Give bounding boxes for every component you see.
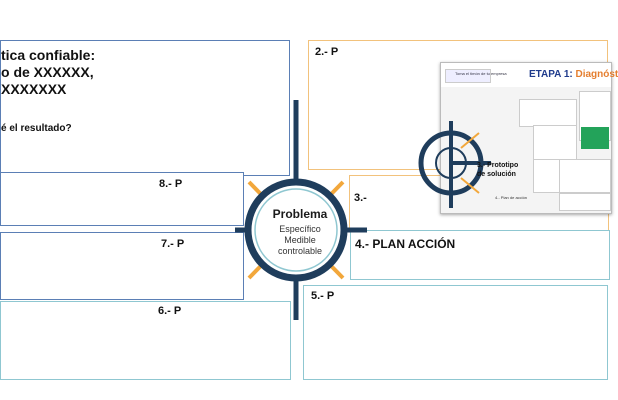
center-title: Problema [272, 207, 328, 221]
box-1-title: tica confiable: o de XXXXXX, XXXXXXX [1, 47, 96, 97]
thumbnail-box [559, 193, 611, 211]
thumbnail-box [533, 125, 577, 161]
thumbnail-wheel-icon [418, 121, 491, 208]
box-5: 5.- P [303, 285, 608, 380]
thumbnail-box [519, 99, 577, 127]
thumbnail-title-main: ETAPA 1: [529, 69, 576, 80]
slide-thumbnail: Toma el timón de tu empresa ETAPA 1: Dia… [418, 62, 618, 214]
thumbnail-logo [445, 69, 491, 83]
thumbnail-subtitle: Toma el timón de tu empresa [455, 71, 507, 76]
box-3-label: 3.- [354, 192, 367, 204]
box-6: 6.- P [0, 301, 291, 380]
box-4-label: 4.- PLAN ACCIÓN [355, 237, 456, 251]
box-6-label: 6.- P [158, 305, 182, 317]
thumbnail-plan-accion: 4.- Plan de acción [495, 195, 528, 200]
thumbnail-title: ETAPA 1: Diagnóst [529, 69, 618, 80]
center-line-especifico: Específico [279, 224, 321, 234]
thumbnail-green-box [581, 127, 609, 149]
box-8-label: 8.- P [159, 178, 183, 190]
box-4-plan-accion: 4.- PLAN ACCIÓN [350, 230, 610, 280]
thumbnail-title-accent: Diagnóst [575, 69, 618, 80]
box-8: 8.- P [0, 172, 244, 226]
center-line-controlable: controlable [277, 246, 323, 256]
thumbnail-prototipo: 3.- Prototipo de solución [477, 162, 519, 178]
box-1-question: é el resultado? [1, 123, 72, 134]
box-7-label: 7.- P [161, 238, 185, 250]
box-5-label: 5.- P [311, 290, 335, 302]
thumbnail-box [559, 159, 611, 193]
box-1-diagnostico: tica confiable: o de XXXXXX, XXXXXXX é e… [0, 40, 290, 176]
box-2-label: 2.- P [315, 46, 339, 58]
center-line-medible: Medible [284, 235, 316, 245]
box-7: 7.- P [0, 232, 244, 300]
ship-wheel-icon [235, 100, 367, 320]
thumbnail-box [533, 159, 561, 193]
